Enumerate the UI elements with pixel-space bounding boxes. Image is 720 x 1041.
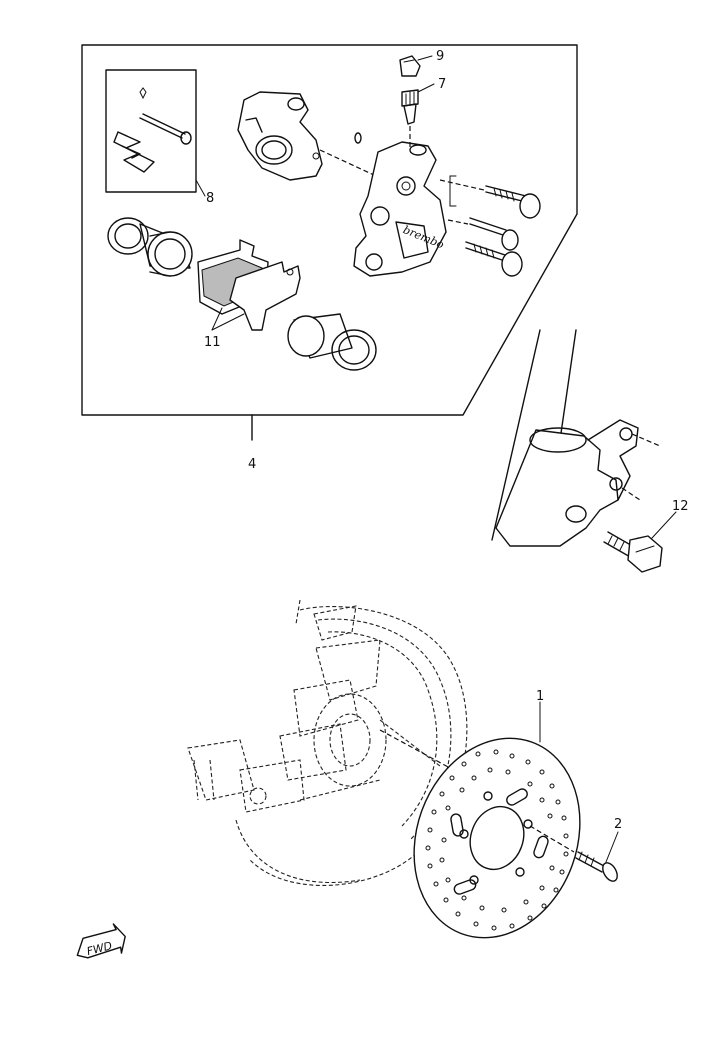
disc-bolt-icon (575, 851, 618, 882)
caliper-assembly-frame (81, 44, 578, 416)
dash-axis-bracket (319, 149, 377, 177)
fork-leg-icon (491, 329, 661, 547)
fwd-label: FWD (85, 939, 113, 958)
pin-kit-frame (105, 69, 197, 193)
wheel-hub-hidden-icon (187, 599, 468, 886)
piston-seal-left (107, 217, 193, 277)
caliper-body-icon: brembo (353, 141, 447, 277)
leader-line-8 (195, 179, 206, 197)
pin-kit-icon (113, 87, 192, 173)
leader-line-7 (417, 83, 435, 93)
axle-clamp-bolt-icon (603, 531, 663, 573)
dash-axis-disc (379, 729, 451, 769)
piston-seal-right (287, 313, 377, 371)
leader-line-9 (417, 55, 433, 61)
disc-drill-holes (425, 749, 569, 931)
callout-9: 9 (436, 49, 444, 64)
leader-line-11a (211, 307, 223, 331)
callout-4: 4 (248, 457, 256, 472)
caliper-bracket-icon (237, 91, 323, 181)
caliper-bolt-top (485, 185, 541, 219)
callout-8: 8 (206, 191, 214, 206)
callout-7: 7 (438, 77, 446, 92)
callout-1: 1 (536, 689, 544, 704)
leader-line-2 (605, 831, 619, 863)
bleeder-screw-icon (401, 89, 419, 125)
disc-bolt-holes (459, 791, 533, 885)
bleeder-cap-icon (399, 55, 421, 77)
fwd-arrow-icon: FWD (76, 923, 126, 959)
callout-2: 2 (614, 817, 622, 832)
caliper-bolt-mid (469, 217, 519, 251)
callout-11: 11 (204, 335, 221, 350)
callout-12: 12 (672, 499, 689, 514)
caliper-assembly-group: brembo (81, 44, 578, 441)
o-ring-small (354, 132, 362, 144)
brake-disc-icon (413, 737, 581, 939)
leader-line-12 (651, 511, 677, 539)
leader-line-11b (211, 313, 245, 331)
dash-axis-disc-bolt (529, 825, 575, 853)
caliper-bolt-bottom (465, 241, 523, 277)
brake-pads-icon (197, 239, 301, 331)
